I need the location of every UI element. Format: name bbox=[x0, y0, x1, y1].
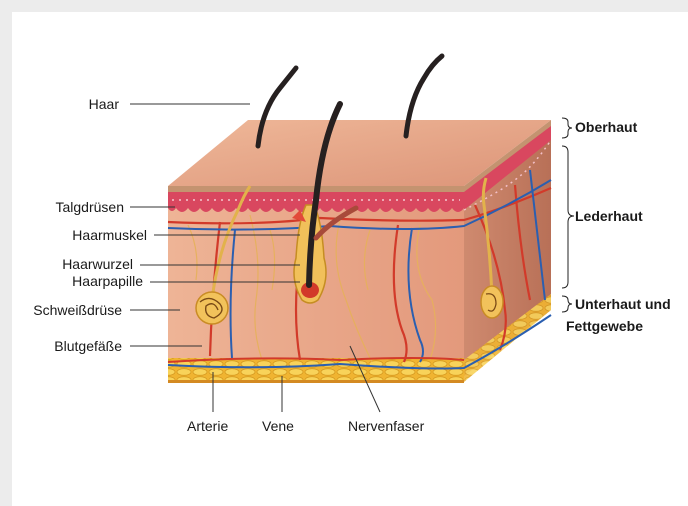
label-hair-root: Haarwurzel bbox=[62, 256, 133, 272]
layer-braces bbox=[562, 118, 574, 312]
label-subcutis-line1: Unterhaut und bbox=[575, 296, 688, 312]
label-sebaceous-glands: Talgdrüsen bbox=[56, 199, 125, 215]
label-hair-muscle: Haarmuskel bbox=[72, 227, 147, 243]
label-hair: Haar bbox=[89, 96, 119, 112]
label-dermis: Lederhaut bbox=[575, 208, 643, 224]
label-hair-papilla: Haarpapille bbox=[72, 273, 143, 289]
label-vein: Vene bbox=[262, 418, 294, 434]
label-nerve-fiber: Nervenfaser bbox=[348, 418, 424, 434]
label-artery: Arterie bbox=[187, 418, 228, 434]
label-subcutis-line2: Fettgewebe bbox=[566, 318, 643, 334]
label-epidermis: Oberhaut bbox=[575, 119, 637, 135]
label-sweat-gland: Schweißdrüse bbox=[33, 302, 122, 318]
label-blood-vessels: Blutgefäße bbox=[54, 338, 122, 354]
